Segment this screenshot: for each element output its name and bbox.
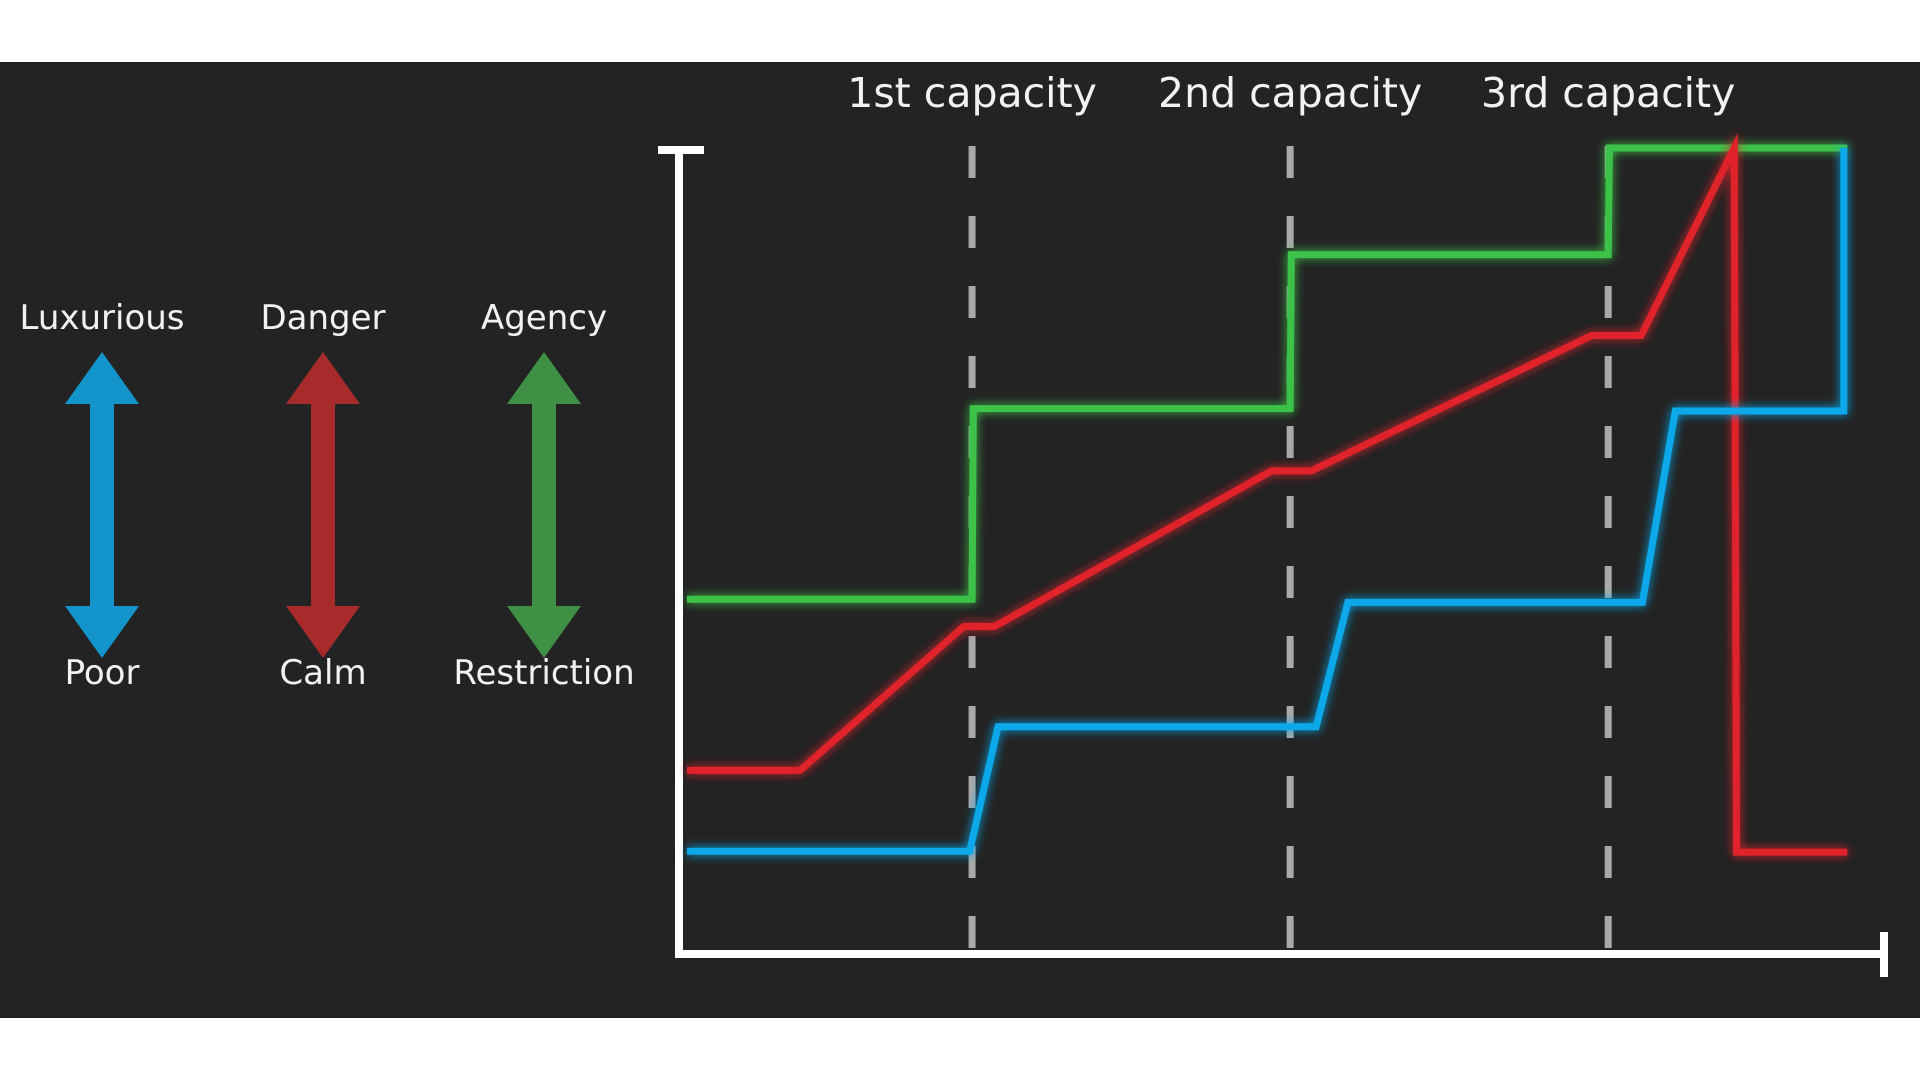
legend-label-calm: Calm	[279, 653, 367, 693]
legend-label-restriction: Restriction	[453, 653, 635, 693]
series-layer	[687, 133, 1848, 856]
legend-arrow-danger	[286, 352, 360, 658]
legend-arrow-luxurious	[65, 352, 139, 658]
slide-background: 1st capacity 2nd capacity 3rd capacity Lux…	[0, 62, 1920, 1018]
legend-arrow-agency	[507, 352, 581, 658]
axes	[658, 146, 1888, 977]
legend-arrows	[65, 352, 581, 658]
series-line-1	[687, 144, 1848, 603]
series-line-3	[687, 148, 1848, 855]
capacity-markers: 1st capacity 2nd capacity 3rd capacity	[847, 69, 1735, 952]
capacity-marker-label-2: 2nd capacity	[1158, 69, 1422, 117]
capacity-marker-label-1: 1st capacity	[847, 69, 1097, 117]
legend-label-danger: Danger	[260, 298, 386, 338]
chart: 1st capacity 2nd capacity 3rd capacity	[65, 69, 1888, 977]
legend-label-poor: Poor	[64, 653, 140, 693]
series-line-2	[687, 133, 1848, 856]
legend-label-luxurious: Luxurious	[19, 298, 185, 338]
capacity-marker-label-3: 3rd capacity	[1481, 69, 1735, 117]
legend-label-agency: Agency	[480, 298, 608, 338]
